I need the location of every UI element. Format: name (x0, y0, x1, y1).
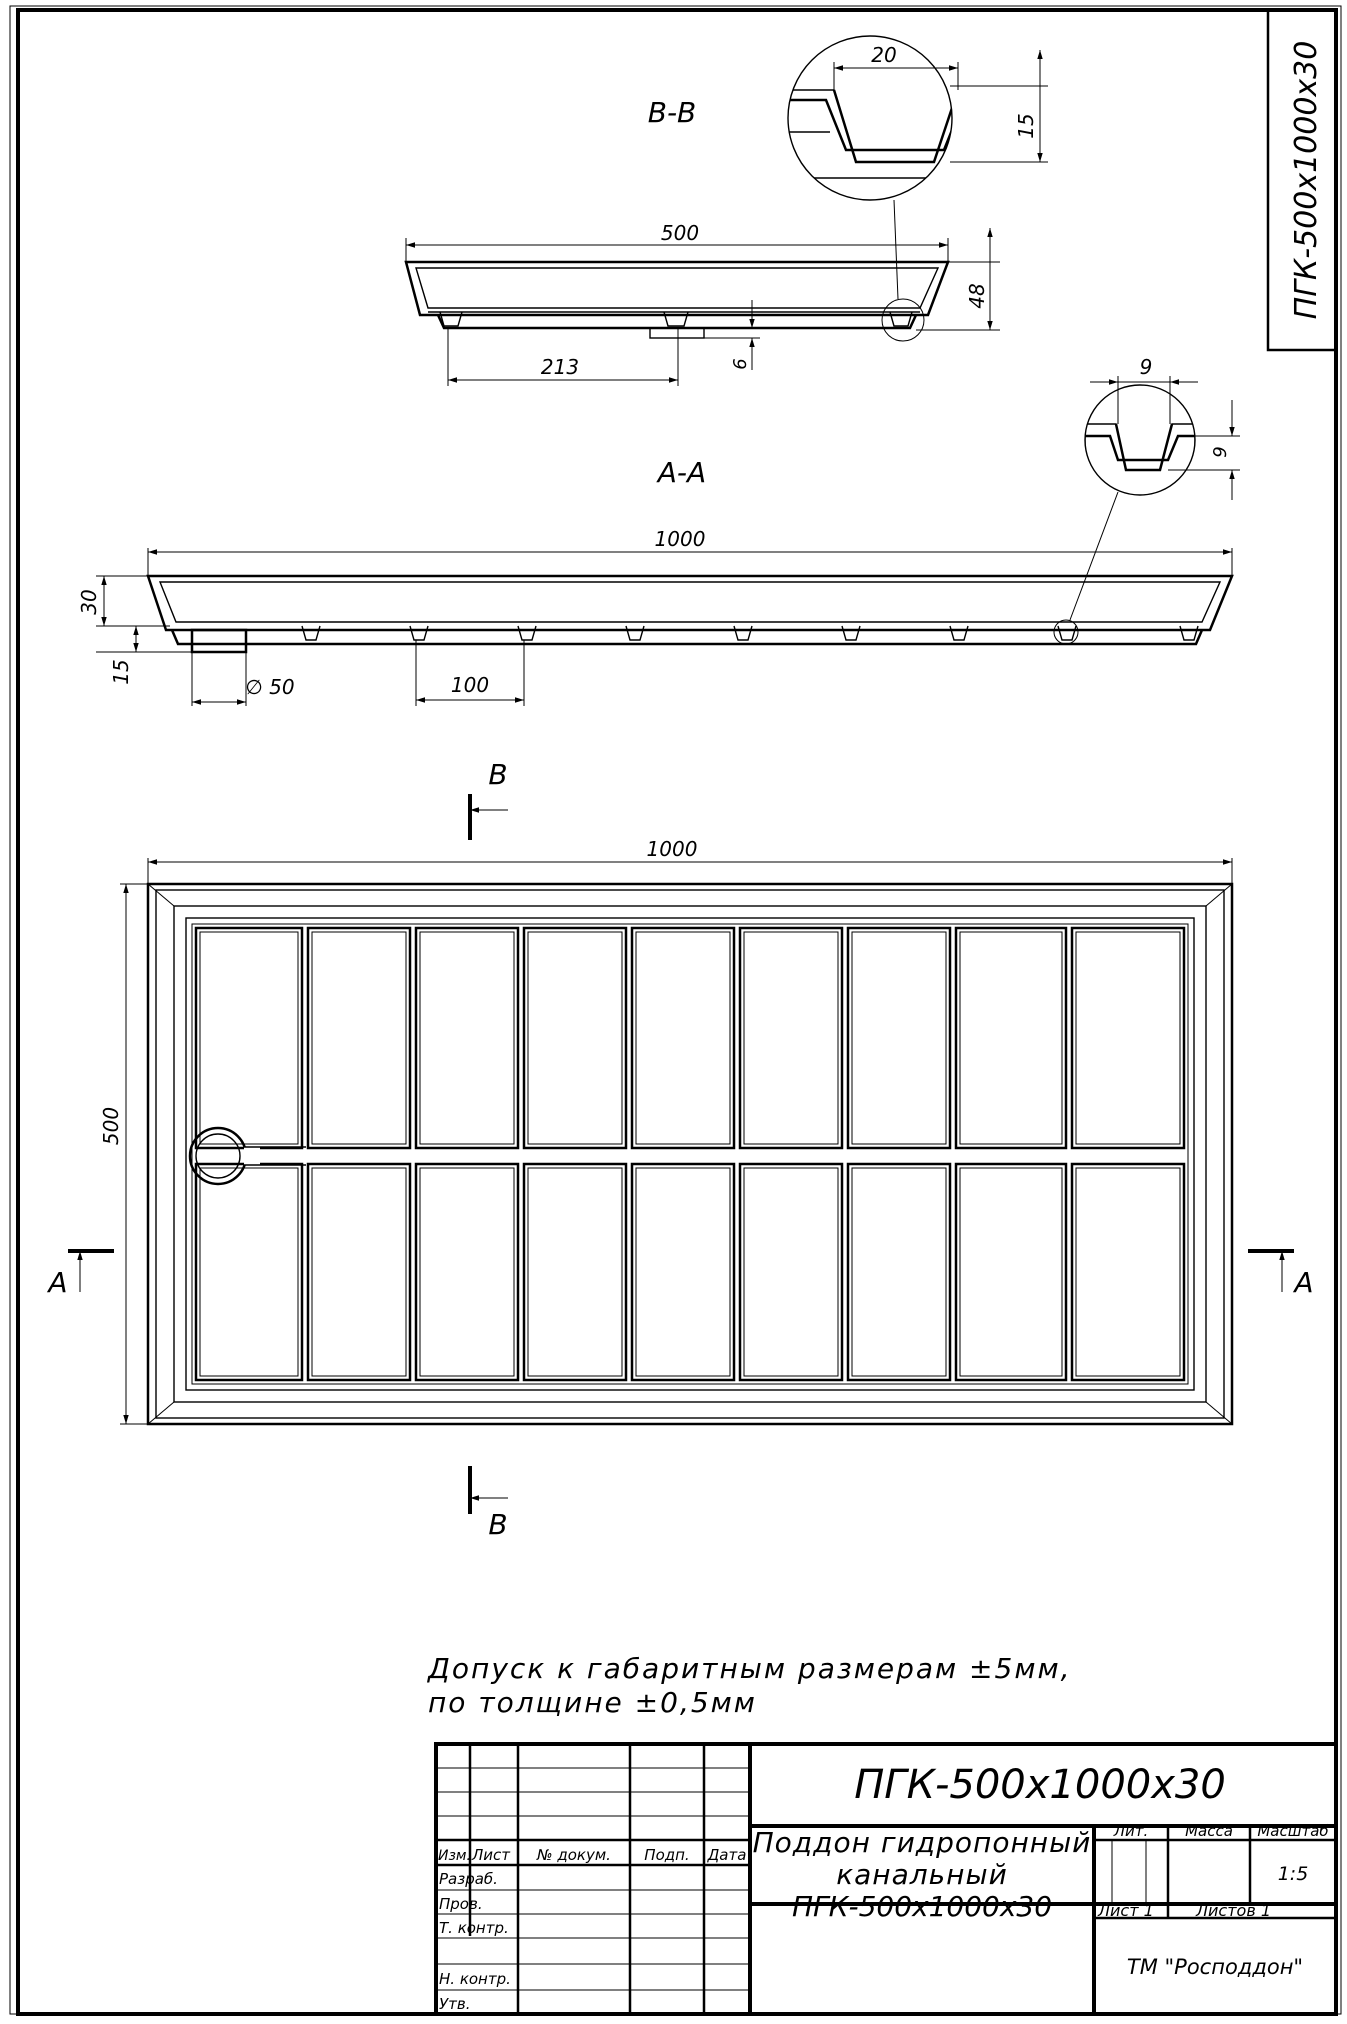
bb-detail-width: 20 (871, 43, 896, 67)
plan-cell (194, 1162, 304, 1382)
plan-cell (306, 926, 412, 1150)
plan-cell (414, 926, 520, 1150)
plan-cell-inner (959, 1167, 1063, 1377)
aa-dim-pitch: 100 (451, 673, 489, 697)
bb-dim-width: 500 (661, 221, 699, 245)
drain-hole (188, 1126, 248, 1186)
plan-cell-inner (199, 931, 299, 1145)
drain-outlet (190, 628, 248, 654)
tb-col-sign: Подп. (644, 1846, 689, 1864)
plan-cell-inner (311, 931, 407, 1145)
plan-cell-inner (1075, 1167, 1181, 1377)
cut-b-bottom-label: В (488, 1508, 507, 1541)
bb-dim-offset: 213 (541, 355, 579, 379)
aa-dim-foot: 15 (109, 659, 133, 684)
tolerance-note-line2: по толщине ±0,5мм (428, 1686, 757, 1719)
plan-cell (630, 1162, 736, 1382)
tb-row-utv: Утв. (439, 1995, 471, 2013)
plan-cell (1070, 926, 1186, 1150)
tb-col-date: Дата (707, 1846, 747, 1864)
aa-dim-length: 1000 (655, 527, 706, 551)
plan-cell (306, 1162, 412, 1382)
side-stamp-text: ПГК-500х1000х30 (1289, 41, 1324, 320)
tb-scale-label: Масштаб (1257, 1822, 1328, 1840)
section-aa: А-А 1000 30 15 (77, 355, 1240, 706)
tb-designation: ПГК-500х1000х30 (854, 1762, 1226, 1808)
tb-row-prov: Пров. (439, 1895, 483, 1913)
aa-detail-width: 9 (1140, 355, 1153, 379)
tb-lit-label: Лит. (1113, 1822, 1149, 1840)
plan-cell (846, 926, 952, 1150)
plan-cell-inner (851, 1167, 947, 1377)
tb-scale-value: 1:5 (1278, 1863, 1309, 1885)
cut-a-left-label: А (46, 1266, 67, 1299)
plan-cell (522, 1162, 628, 1382)
tb-col-izm: Изм. (438, 1848, 471, 1864)
bb-dim-height: 48 (965, 283, 989, 308)
bb-dim-bottom: 6 (730, 358, 751, 369)
tb-mass-label: Масса (1185, 1822, 1233, 1840)
plan-cell (954, 1162, 1068, 1382)
tb-name-line1: Поддон гидропонный (753, 1826, 1092, 1859)
plan-cell (738, 926, 844, 1150)
plan-dim-length: 1000 (647, 837, 698, 861)
plan-cell-inner (419, 1167, 515, 1377)
plan-cell-inner (743, 1167, 839, 1377)
tb-row-razrab: Разраб. (439, 1870, 498, 1888)
tb-sheet-label: Лист 1 (1097, 1901, 1154, 1920)
tb-row-tkontr: Т. контр. (439, 1919, 509, 1937)
cut-b-top-label: В (488, 758, 507, 791)
tolerance-note-line1: Допуск к габаритным размерам ±5мм, (426, 1652, 1071, 1685)
plan-view: 1000 500 В В А А (46, 758, 1313, 1541)
cut-a-right-label: А (1292, 1266, 1313, 1299)
tb-name-line2: канальный (836, 1858, 1008, 1891)
plan-cell-inner (199, 1167, 299, 1377)
title-block: Изм. Лист № докум. Подп. Дата Разраб. Пр… (434, 1742, 1338, 2016)
plan-cell-inner (527, 931, 623, 1145)
aa-dim-height: 30 (77, 589, 101, 614)
plan-cell-inner (419, 931, 515, 1145)
plan-cell-inner (1075, 931, 1181, 1145)
aa-channel-bumps (301, 625, 1199, 641)
plan-cell-inner (743, 931, 839, 1145)
tb-col-list: Лист (471, 1846, 511, 1864)
tb-col-doc: № докум. (536, 1846, 611, 1864)
section-bb-label: В-В (648, 96, 697, 129)
plan-cell (522, 926, 628, 1150)
tb-name-line3: ПГК-500х1000х30 (792, 1890, 1052, 1923)
tb-sheets-label: Листов 1 (1195, 1901, 1271, 1920)
plan-dim-width: 500 (99, 1107, 123, 1145)
plan-cell-inner (851, 931, 947, 1145)
plan-cell-inner (635, 931, 731, 1145)
plan-cell-inner (959, 931, 1063, 1145)
plan-cell (414, 1162, 520, 1382)
plan-cell-inner (311, 1167, 407, 1377)
section-bb: В-В 500 48 213 6 (404, 35, 1048, 386)
aa-detail-height: 9 (1210, 446, 1231, 457)
aa-dim-drain: ∅ 50 (245, 675, 294, 699)
plan-cell (1070, 1162, 1186, 1382)
plan-cell (846, 1162, 952, 1382)
plan-cell (738, 1162, 844, 1382)
plan-channel-grid (194, 926, 1186, 1382)
plan-cell-inner (635, 1167, 731, 1377)
plan-cell (954, 926, 1068, 1150)
plan-cell-inner (527, 1167, 623, 1377)
side-stamp: ПГК-500х1000х30 (1266, 8, 1338, 352)
bb-detail-height: 15 (1014, 113, 1038, 138)
plan-cell (194, 926, 304, 1150)
section-aa-label: А-А (656, 456, 706, 489)
tb-company: ТМ "Росподдон" (1127, 1955, 1303, 1979)
tb-row-nkontr: Н. контр. (439, 1970, 511, 1988)
plan-cell (630, 926, 736, 1150)
